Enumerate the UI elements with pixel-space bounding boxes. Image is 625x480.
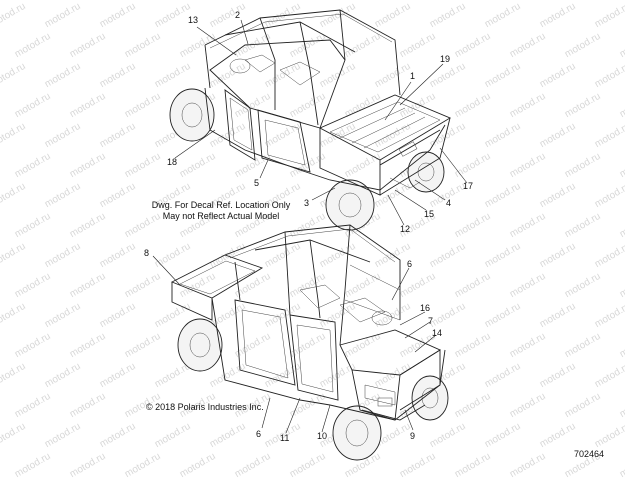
callout-1: 1 <box>410 71 416 81</box>
callout-16: 16 <box>420 303 431 313</box>
callout-14: 14 <box>432 328 443 338</box>
bottom-front-left-tire <box>411 375 449 421</box>
drawing-number: 702464 <box>574 449 605 459</box>
reference-note-line-2: May not Reflect Actual Model <box>162 211 280 221</box>
vehicle-line-drawing <box>152 9 468 461</box>
callout-11: 11 <box>280 433 290 443</box>
callout-8: 8 <box>144 248 150 258</box>
reference-note: Dwg. For Decal Ref. Location Only May no… <box>146 200 296 222</box>
callout-13: 13 <box>188 15 199 25</box>
bottom-rear-tire <box>177 318 223 372</box>
callout-5: 5 <box>254 178 260 188</box>
callout-18: 18 <box>167 157 178 167</box>
bottom-vehicle <box>170 224 449 461</box>
callout-10: 10 <box>317 431 328 441</box>
top-front-left-tire <box>169 88 215 142</box>
bottom-hood <box>339 329 441 376</box>
bottom-cargo-bed <box>170 254 264 299</box>
top-vehicle <box>169 9 451 231</box>
bottom-front-right-tire <box>332 405 382 461</box>
callout-19: 19 <box>440 54 451 64</box>
callout-17: 17 <box>463 181 474 191</box>
callout-12: 12 <box>400 224 411 234</box>
callout-3: 3 <box>304 198 310 208</box>
copyright-text: © 2018 Polaris Industries Inc. <box>146 402 264 412</box>
callout-7: 7 <box>428 316 434 326</box>
callout-6-lower: 6 <box>256 429 262 439</box>
reference-note-line-1: Dwg. For Decal Ref. Location Only <box>151 200 291 210</box>
callout-4: 4 <box>446 198 452 208</box>
callout-2: 2 <box>235 10 241 20</box>
callout-15: 15 <box>424 209 435 219</box>
top-rear-left-tire <box>407 151 445 193</box>
top-leader-lines <box>174 19 468 226</box>
callout-9: 9 <box>410 431 416 441</box>
callout-6-upper: 6 <box>407 259 413 269</box>
bottom-leader-lines <box>152 255 437 434</box>
